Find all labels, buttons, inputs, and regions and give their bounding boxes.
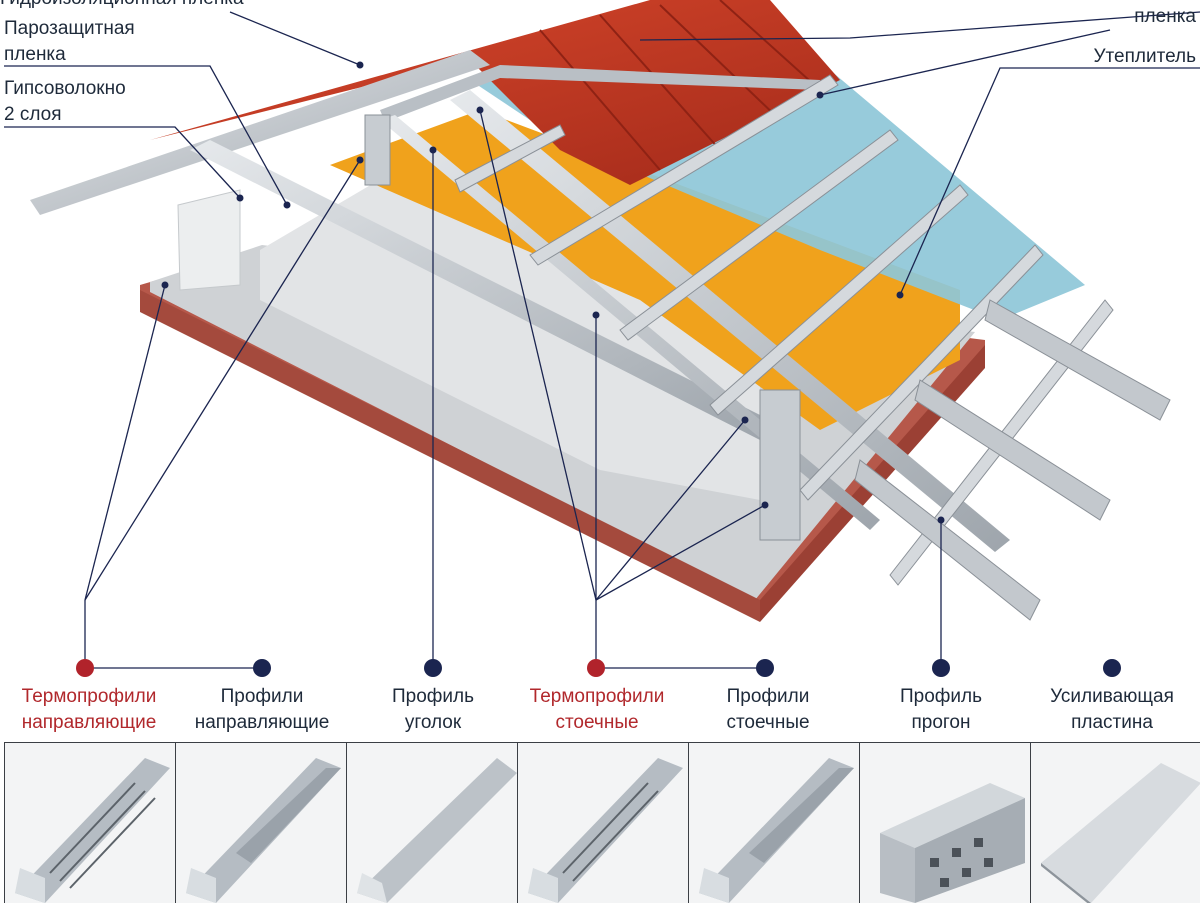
purlin-profile-image	[860, 743, 1031, 903]
thermo-guide-profile-image	[5, 743, 176, 903]
thumb-thermo-guide	[4, 742, 176, 903]
marker-angle	[424, 659, 442, 677]
legend-line2: уголок	[348, 710, 518, 736]
guide-profile-image	[176, 743, 347, 903]
legend-plate: Усиливающая пластина	[1027, 684, 1197, 736]
marker-studs	[756, 659, 774, 677]
legend-purlin: Профиль прогон	[856, 684, 1026, 736]
legend-thermo-studs: Термопрофили стоечные	[512, 684, 682, 736]
thumb-angle	[346, 742, 518, 903]
legend-line1: Профили	[221, 686, 304, 707]
callout-waterproof-partial: Гидроизоляционная пленка	[0, 0, 244, 12]
thumb-plate	[1030, 742, 1200, 903]
legend-line2: пластина	[1027, 710, 1197, 736]
callout-insulation: Утеплитель	[1093, 44, 1196, 70]
legend-line1: Термопрофили	[530, 686, 665, 707]
marker-thermo-guides	[76, 659, 94, 677]
legend-angle: Профиль уголок	[348, 684, 518, 736]
callout-vapor-line2: пленка	[4, 44, 66, 65]
legend-guides: Профили направляющие	[177, 684, 347, 736]
legend-line1: Профиль	[392, 686, 474, 707]
callout-wind-film: пленка	[1134, 4, 1196, 30]
legend-line2: стоечные	[512, 710, 682, 736]
reinforcing-plate-image	[1031, 743, 1200, 903]
thumb-guide	[175, 742, 347, 903]
callout-gypsum-line2: 2 слоя	[4, 104, 62, 125]
marker-purlin	[932, 659, 950, 677]
callout-gypsum-line1: Гипсоволокно	[4, 78, 126, 99]
callout-gypsum: Гипсоволокно 2 слоя	[4, 76, 126, 128]
legend-line2: стоечные	[683, 710, 853, 736]
thumb-purlin	[859, 742, 1031, 903]
legend-studs: Профили стоечные	[683, 684, 853, 736]
marker-plate	[1103, 659, 1121, 677]
marker-thermo-studs	[587, 659, 605, 677]
legend-line2: направляющие	[177, 710, 347, 736]
thumb-stud	[688, 742, 860, 903]
legend-line1: Термопрофили	[22, 686, 157, 707]
legend-line1: Профили	[727, 686, 810, 707]
thumb-thermo-stud	[517, 742, 689, 903]
legend-line2: направляющие	[4, 710, 174, 736]
stud-profile-image	[689, 743, 860, 903]
callout-vapor-line1: Парозащитная	[4, 18, 135, 39]
thermo-stud-profile-image	[518, 743, 689, 903]
legend-line1: Профиль	[900, 686, 982, 707]
legend-line2: прогон	[856, 710, 1026, 736]
gypsum-board	[178, 190, 240, 290]
callout-vapor-barrier: Парозащитная пленка	[4, 16, 135, 68]
legend-thermo-guides: Термопрофили направляющие	[4, 684, 174, 736]
legend-line1: Усиливающая	[1050, 686, 1174, 707]
marker-guides	[253, 659, 271, 677]
angle-profile-image	[347, 743, 518, 903]
